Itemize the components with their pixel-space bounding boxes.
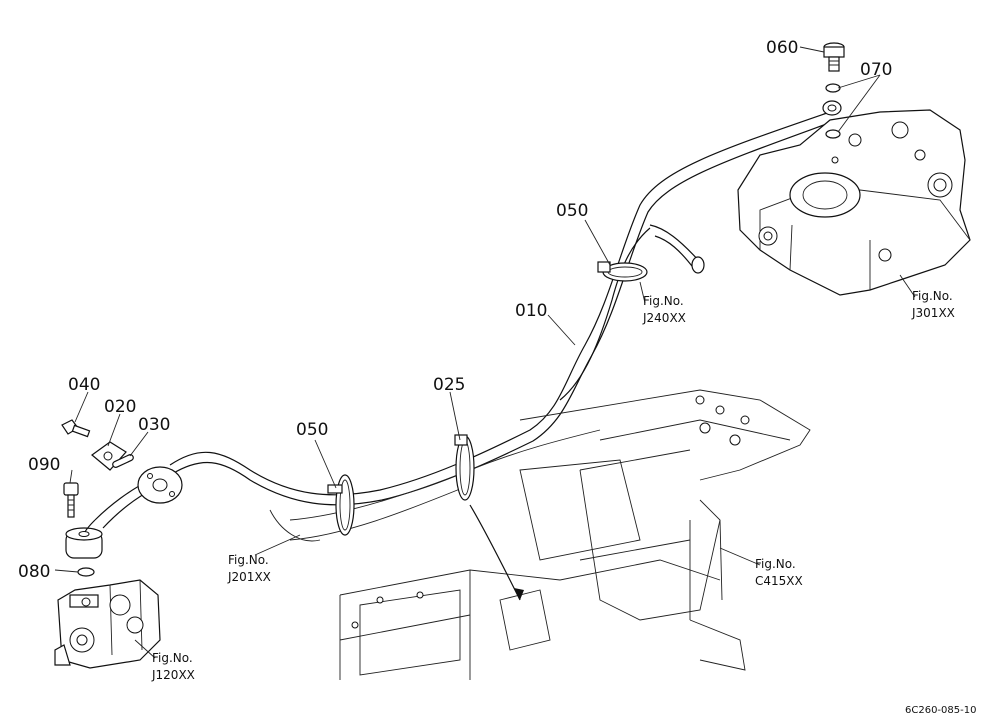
label-080: 080 <box>18 562 50 582</box>
fig-ref-c415-line1: Fig.No. <box>755 557 796 571</box>
clamp-050-mid <box>327 474 355 536</box>
pin-030 <box>112 454 134 468</box>
fig-ref-j301-line1: Fig.No. <box>912 289 953 303</box>
label-050-mid: 050 <box>296 420 328 440</box>
washer-070-top <box>825 83 841 93</box>
banjo-bolt-060 <box>823 42 845 72</box>
label-060: 060 <box>766 38 798 58</box>
return-pipe <box>559 224 705 401</box>
hydraulic-pump <box>54 579 161 669</box>
fig-ref-j120-line2: J120XX <box>151 668 195 682</box>
tractor-frame <box>339 389 811 680</box>
drawing-code: 6C260-085-10 <box>905 705 976 716</box>
label-090: 090 <box>28 455 60 475</box>
label-030: 030 <box>138 415 170 435</box>
label-020: 020 <box>104 397 136 417</box>
clamp-025 <box>454 434 475 501</box>
label-010: 010 <box>515 301 547 321</box>
pipe-joint-flange <box>84 466 183 533</box>
pump-flange <box>65 527 103 559</box>
washer-070-bottom <box>825 129 841 139</box>
clamp-hose <box>269 429 601 542</box>
pointer-arrow <box>469 504 524 601</box>
fig-ref-j301-line2: J301XX <box>911 306 955 320</box>
bolt-090 <box>63 482 79 518</box>
fig-ref-j240-line1: Fig.No. <box>643 294 684 308</box>
fig-ref-j201-line1: Fig.No. <box>228 553 269 567</box>
fig-ref-j120-line1: Fig.No. <box>152 651 193 665</box>
leader-lines <box>54 46 916 659</box>
clamp-050-top <box>597 261 648 282</box>
bolt-040 <box>61 419 91 438</box>
fig-ref-c415-line2: C415XX <box>755 574 803 588</box>
hydraulic-block <box>737 109 971 296</box>
fig-ref-j201-line2: J201XX <box>227 570 271 584</box>
o-ring-080 <box>77 567 95 577</box>
label-040: 040 <box>68 375 100 395</box>
label-050-top: 050 <box>556 201 588 221</box>
label-025: 025 <box>433 375 465 395</box>
plate-020 <box>91 441 127 471</box>
fig-ref-j240-line2: J240XX <box>642 311 686 325</box>
label-070: 070 <box>860 60 892 80</box>
